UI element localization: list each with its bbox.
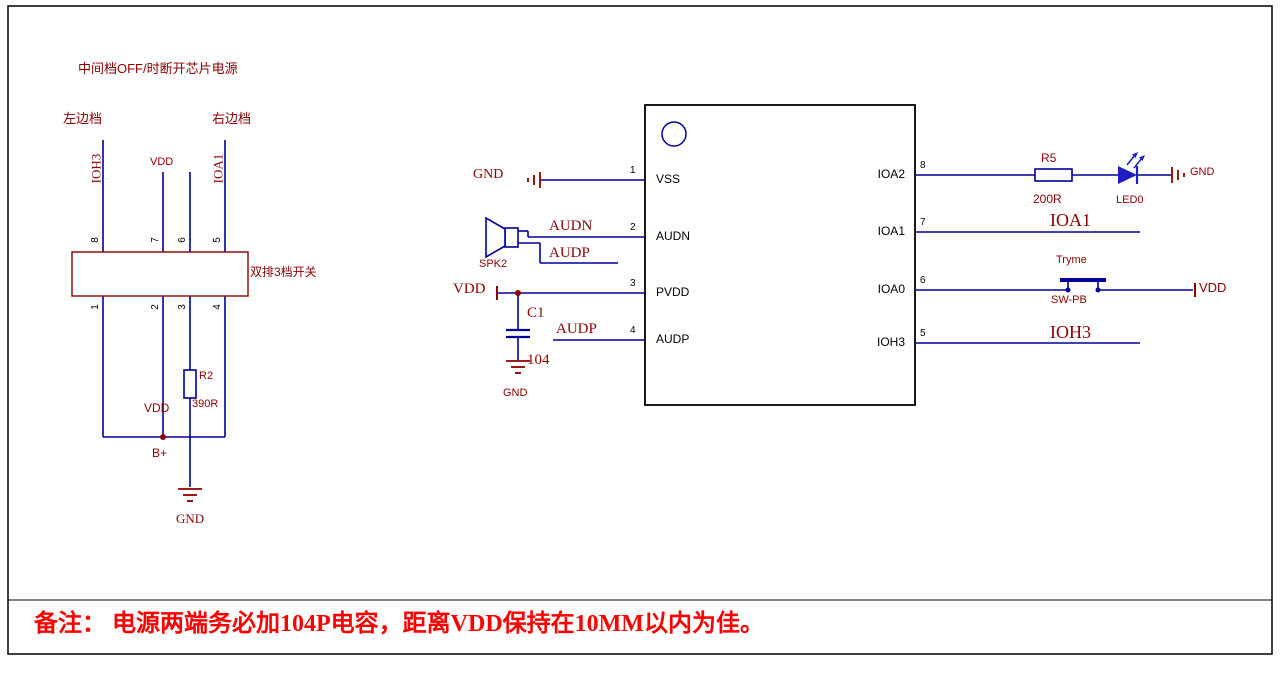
gnd-symbol-c1 bbox=[506, 360, 530, 374]
ic-pin-number: 1 bbox=[630, 165, 636, 176]
c1-value: 104 bbox=[527, 352, 550, 368]
net-label-gnd-c1: GND bbox=[503, 387, 528, 399]
ic-pin-name: IOH3 bbox=[876, 335, 905, 349]
switch-pin-number: 4 bbox=[212, 304, 223, 310]
led0-designator: LED0 bbox=[1116, 194, 1144, 206]
net-label-vdd-pvdd: VDD bbox=[453, 281, 486, 297]
r2-value: 390R bbox=[192, 398, 219, 410]
switch-body bbox=[71, 251, 249, 297]
switch-pin-number: 8 bbox=[90, 237, 101, 243]
switch-name-label: 双排3档开关 bbox=[250, 265, 317, 279]
r5-resistor bbox=[1034, 168, 1073, 182]
junction-dot-bplus bbox=[160, 434, 166, 440]
led-symbol bbox=[1118, 152, 1145, 184]
switch-pin-number: 2 bbox=[150, 304, 161, 310]
r5-designator: R5 bbox=[1041, 151, 1057, 165]
ic-pin-number: 6 bbox=[920, 275, 926, 286]
ic-pin-name: AUDN bbox=[656, 229, 691, 243]
net-label-ioa1-vertical: IOA1 bbox=[210, 153, 226, 184]
net-label-gnd-led: GND bbox=[1190, 166, 1215, 178]
sheet-border bbox=[7, 5, 1273, 655]
net-label-gnd-bottom: GND bbox=[176, 511, 205, 526]
net-label-vdd-sw: VDD bbox=[1199, 280, 1227, 295]
net-label-ioa1: IOA1 bbox=[1050, 210, 1091, 230]
ic-pin-wires-left bbox=[497, 179, 645, 360]
r5-value: 200R bbox=[1033, 192, 1062, 206]
capacitor-c1 bbox=[506, 328, 530, 339]
ic-pin-name: AUDP bbox=[656, 332, 690, 346]
c1-designator: C1 bbox=[527, 305, 545, 321]
ic-pin1-marker bbox=[661, 121, 687, 147]
note-text: 备注： 电源两端务必加104P电容，距离VDD保持在10MM以内为佳。 bbox=[34, 611, 764, 637]
gnd-symbol-led bbox=[1171, 167, 1185, 183]
swpb-designator: SW-PB bbox=[1051, 294, 1087, 306]
switch-mode-note: 中间档OFF/时断开芯片电源 bbox=[78, 61, 238, 76]
net-label-gnd-vss: GND bbox=[473, 167, 504, 182]
switch-pin-number: 5 bbox=[212, 237, 223, 243]
net-label-vdd-bottom: VDD bbox=[144, 401, 170, 415]
gnd-symbol-vss bbox=[527, 172, 541, 188]
switch-wires bbox=[102, 140, 226, 487]
ic-pin-name: VSS bbox=[656, 172, 681, 186]
ic-body bbox=[644, 104, 916, 406]
switch-pin-number: 7 bbox=[150, 237, 161, 243]
spk2-designator: SPK2 bbox=[479, 258, 508, 270]
label-right-gear: 右边档 bbox=[212, 111, 252, 126]
ic-pin-name: IOA2 bbox=[877, 167, 905, 181]
gnd-symbol-switch bbox=[178, 488, 202, 502]
net-label-ioh3: IOH3 bbox=[1050, 322, 1091, 342]
switch-pin-number: 3 bbox=[177, 304, 188, 310]
ic-pin-number: 4 bbox=[630, 325, 636, 336]
net-label-bplus: B+ bbox=[152, 446, 168, 460]
ic-pin-number: 8 bbox=[920, 160, 926, 171]
ic-pin-number: 5 bbox=[920, 328, 926, 339]
r2-resistor bbox=[183, 369, 197, 399]
tryme-label: Tryme bbox=[1056, 254, 1087, 266]
ic-pin-number: 2 bbox=[630, 222, 636, 233]
ic-pin-name: IOA0 bbox=[877, 282, 905, 296]
r2-designator: R2 bbox=[199, 370, 214, 382]
switch-pin-number: 1 bbox=[90, 304, 101, 310]
net-label-vdd-top: VDD bbox=[150, 156, 174, 168]
speaker-symbol bbox=[485, 216, 519, 259]
label-left-gear: 左边档 bbox=[63, 111, 103, 126]
net-label-ioh3-vertical: IOH3 bbox=[88, 153, 104, 184]
push-button-symbol bbox=[1060, 278, 1106, 293]
ic-pin-number: 7 bbox=[920, 217, 926, 228]
net-label-audp-spk: AUDP bbox=[549, 245, 590, 261]
ic-pin-number: 3 bbox=[630, 278, 636, 289]
net-label-audn: AUDN bbox=[549, 218, 593, 234]
ic-pin-name: PVDD bbox=[656, 285, 690, 299]
net-label-audp-pin4: AUDP bbox=[556, 321, 597, 337]
ic-pin-wires-right bbox=[915, 174, 1193, 344]
junction-dot-pvdd bbox=[515, 290, 521, 296]
ic-pin-name: IOA1 bbox=[877, 224, 905, 238]
switch-pin-number: 6 bbox=[177, 237, 188, 243]
